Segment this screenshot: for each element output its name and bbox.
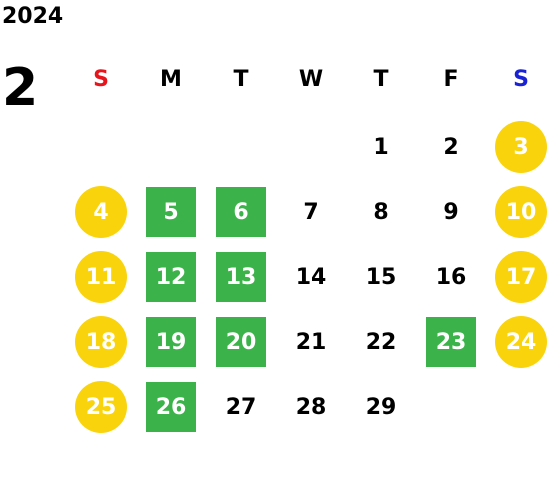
day-number: 8 bbox=[373, 199, 389, 225]
day-number: 14 bbox=[295, 264, 327, 290]
day-cell[interactable]: 7 bbox=[278, 185, 344, 239]
day-number: 5 bbox=[146, 187, 196, 237]
day-number: 24 bbox=[495, 316, 547, 368]
day-cell[interactable]: 18 bbox=[68, 315, 134, 369]
weekday-header: S bbox=[93, 67, 109, 92]
day-cell[interactable]: 14 bbox=[278, 250, 344, 304]
day-cell[interactable]: 26 bbox=[138, 380, 204, 434]
day-number: 11 bbox=[75, 251, 127, 303]
day-number: 28 bbox=[295, 394, 327, 420]
day-cell[interactable]: 20 bbox=[208, 315, 274, 369]
day-cell[interactable]: 12 bbox=[138, 250, 204, 304]
day-number: 18 bbox=[75, 316, 127, 368]
day-cell[interactable]: 29 bbox=[348, 380, 414, 434]
weekday-header: M bbox=[160, 67, 182, 92]
day-number: 3 bbox=[495, 121, 547, 173]
day-number: 15 bbox=[365, 264, 397, 290]
day-number: 16 bbox=[435, 264, 467, 290]
day-cell[interactable]: 11 bbox=[68, 250, 134, 304]
day-number: 13 bbox=[216, 252, 266, 302]
day-number: 25 bbox=[75, 381, 127, 433]
weekday-header: F bbox=[443, 67, 459, 92]
day-number: 27 bbox=[225, 394, 257, 420]
day-number: 22 bbox=[365, 329, 397, 355]
day-cell[interactable]: 4 bbox=[68, 185, 134, 239]
weekday-header: S bbox=[513, 67, 529, 92]
day-number: 9 bbox=[443, 199, 459, 225]
day-cell[interactable]: 10 bbox=[488, 185, 548, 239]
day-number: 21 bbox=[295, 329, 327, 355]
day-number: 29 bbox=[365, 394, 397, 420]
day-number: 26 bbox=[146, 382, 196, 432]
day-number: 17 bbox=[495, 251, 547, 303]
month-number: 2 bbox=[2, 58, 39, 118]
day-cell[interactable]: 6 bbox=[208, 185, 274, 239]
day-cell[interactable]: 24 bbox=[488, 315, 548, 369]
day-number: 20 bbox=[216, 317, 266, 367]
day-number: 23 bbox=[426, 317, 476, 367]
weekday-header: T bbox=[233, 67, 249, 92]
day-number: 2 bbox=[443, 134, 459, 160]
day-number: 7 bbox=[303, 199, 319, 225]
day-cell[interactable]: 22 bbox=[348, 315, 414, 369]
day-cell[interactable]: 3 bbox=[488, 120, 548, 174]
weekday-header: W bbox=[298, 67, 324, 92]
day-number: 10 bbox=[495, 186, 547, 238]
day-cell[interactable]: 28 bbox=[278, 380, 344, 434]
day-cell[interactable]: 1 bbox=[348, 120, 414, 174]
day-cell[interactable]: 19 bbox=[138, 315, 204, 369]
day-number: 6 bbox=[216, 187, 266, 237]
day-cell[interactable]: 25 bbox=[68, 380, 134, 434]
day-cell[interactable]: 9 bbox=[418, 185, 484, 239]
day-cell[interactable]: 17 bbox=[488, 250, 548, 304]
day-number: 1 bbox=[373, 134, 389, 160]
day-cell[interactable]: 2 bbox=[418, 120, 484, 174]
weekday-header: T bbox=[373, 67, 389, 92]
day-cell[interactable]: 8 bbox=[348, 185, 414, 239]
day-cell[interactable]: 23 bbox=[418, 315, 484, 369]
day-cell[interactable]: 13 bbox=[208, 250, 274, 304]
day-cell[interactable]: 16 bbox=[418, 250, 484, 304]
year-label: 2024 bbox=[2, 4, 64, 29]
day-number: 12 bbox=[146, 252, 196, 302]
day-number: 4 bbox=[75, 186, 127, 238]
day-cell[interactable]: 5 bbox=[138, 185, 204, 239]
day-cell[interactable]: 27 bbox=[208, 380, 274, 434]
day-number: 19 bbox=[146, 317, 196, 367]
day-cell[interactable]: 21 bbox=[278, 315, 344, 369]
day-cell[interactable]: 15 bbox=[348, 250, 414, 304]
